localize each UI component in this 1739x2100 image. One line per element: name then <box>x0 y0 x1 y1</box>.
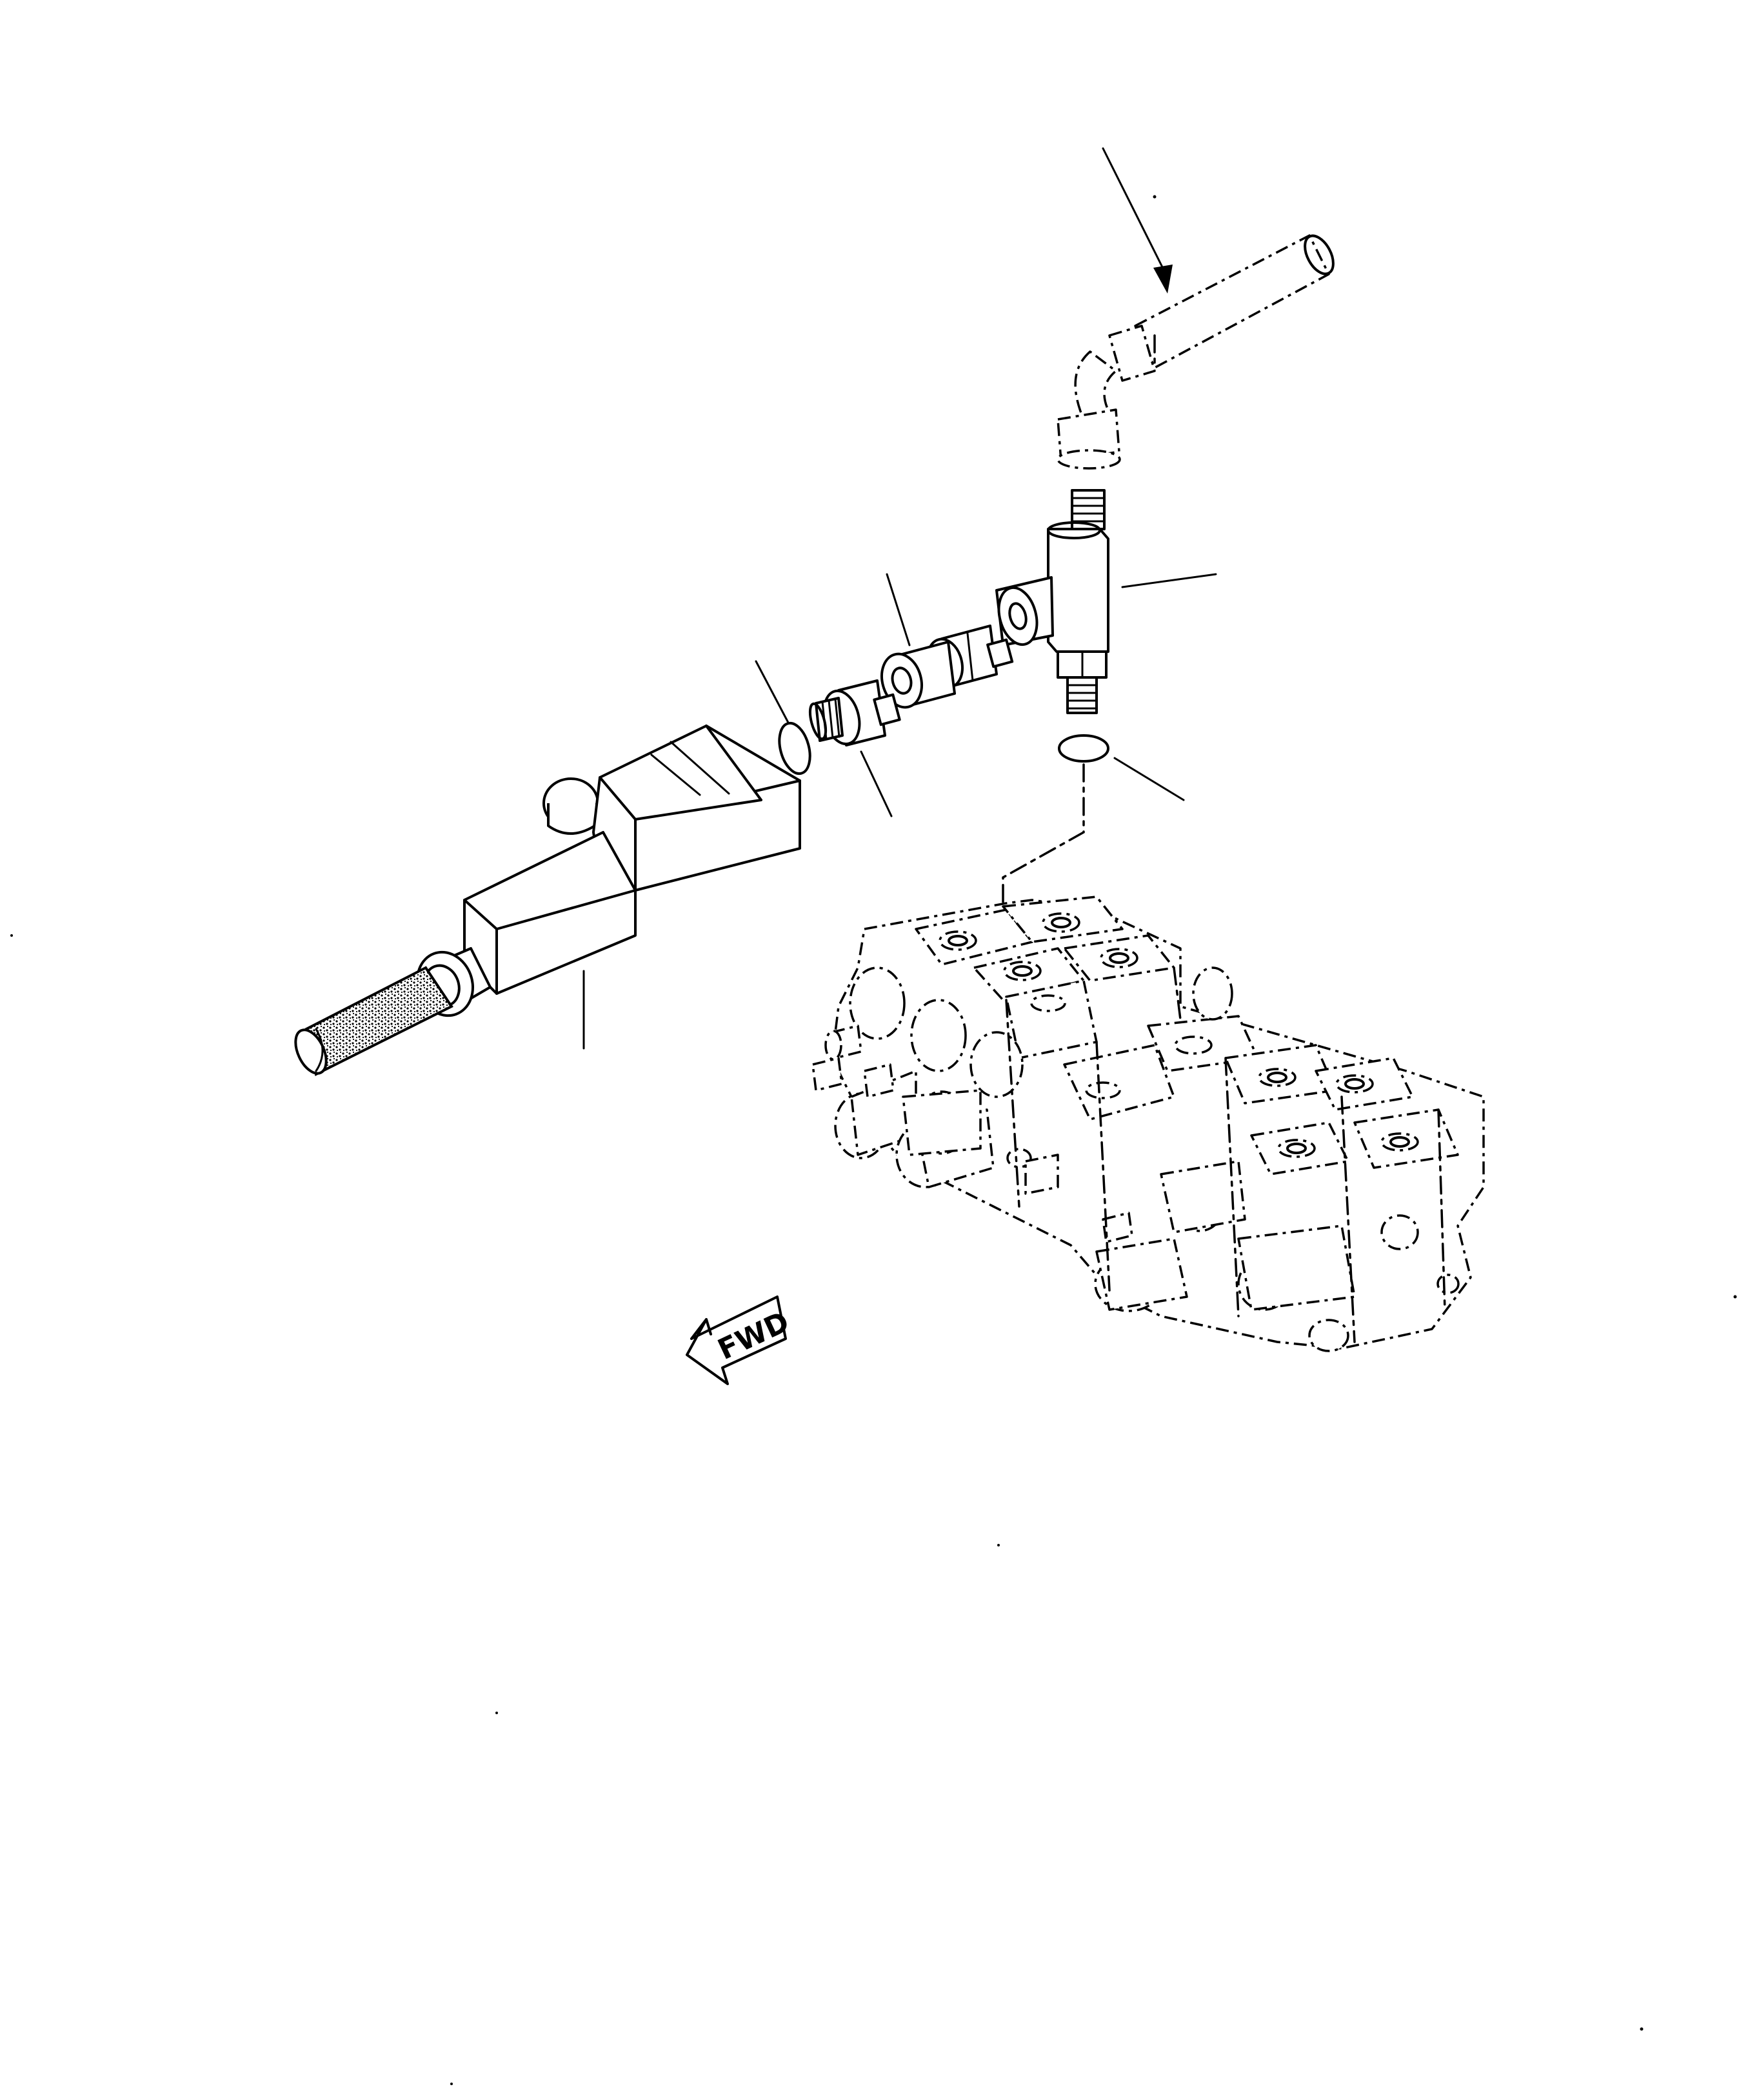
forward-direction-arrow: FWD <box>686 1295 794 1385</box>
leader-line-o-ring-upper <box>755 660 790 724</box>
o-ring-lower <box>1058 734 1109 763</box>
union-nut <box>880 641 956 709</box>
leader-arrow-hose <box>1102 147 1173 294</box>
leader-line-tee <box>1121 573 1217 588</box>
leader-line-check-valve <box>860 750 893 817</box>
tee-fitting <box>995 489 1109 714</box>
control-valve-bank <box>811 895 1485 1352</box>
leader-line-union-nut <box>886 573 911 646</box>
check-valve-fitting <box>808 679 901 746</box>
scan-specks <box>10 195 1737 2085</box>
assembly-centerline <box>1002 763 1085 953</box>
leader-line-o-ring-lower <box>1113 757 1185 801</box>
hydraulic-hose <box>1057 234 1335 470</box>
pressure-switch <box>294 725 801 1076</box>
